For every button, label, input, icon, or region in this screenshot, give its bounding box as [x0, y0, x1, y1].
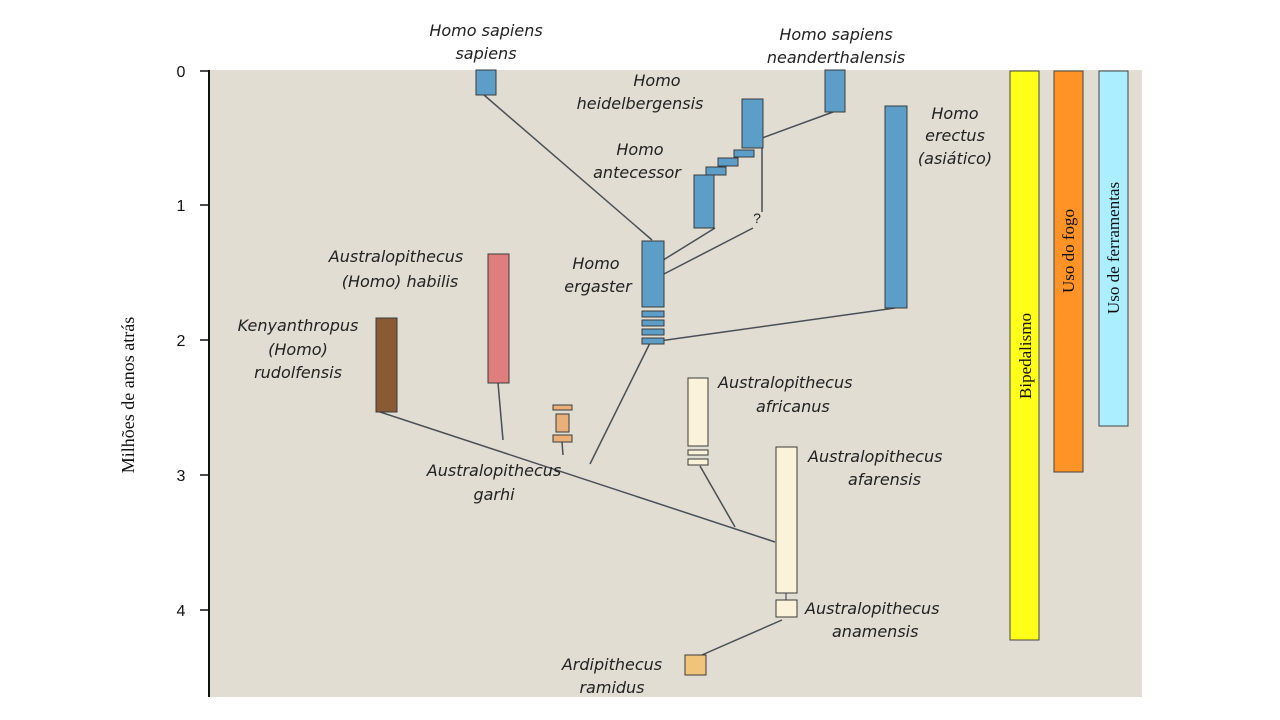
link-question	[661, 227, 754, 276]
bar-ergaster	[641, 240, 665, 345]
tick-label-3: 3	[177, 468, 186, 485]
label-erectus-3: (asiático)	[918, 149, 992, 168]
link-sapiens	[483, 94, 653, 241]
label-garhi-2: garhi	[473, 485, 515, 504]
diagram-panel	[209, 70, 1142, 697]
trait-bars: Bipedalismo Uso do fogo Uso de ferrament…	[1009, 70, 1129, 641]
link-ramidus-anamensis	[694, 619, 783, 659]
tick-label-0: 0	[177, 64, 186, 81]
trait-label-bipedalism: Bipedalismo	[1016, 313, 1035, 399]
label-habilis-2: (Homo) habilis	[342, 272, 459, 291]
africanus-segment	[687, 449, 709, 456]
label-rudolfensis-2: (Homo)	[268, 340, 328, 359]
label-ergaster-1: Homo	[572, 254, 619, 273]
tick-label-2: 2	[177, 333, 186, 350]
label-africanus-1: Australopithecus	[717, 373, 852, 392]
link-neanderthal	[761, 111, 834, 139]
label-neanderthalensis-1: Homo sapiens	[779, 25, 892, 44]
tick-label-1: 1	[177, 198, 186, 215]
label-neanderthalensis-2: neanderthalensis	[767, 48, 905, 67]
y-axis-ticks: 0 1 2 3 4	[177, 64, 209, 620]
bar-anamensis	[775, 599, 798, 618]
trait-label-fire: Uso do fogo	[1059, 209, 1078, 293]
link-erectus	[651, 307, 896, 343]
bar-erectus	[884, 105, 908, 309]
bar-rudolfensis	[375, 317, 398, 413]
y-axis-title: Milhões de anos atrás	[118, 317, 138, 473]
label-habilis-1: Australopithecus	[328, 247, 463, 266]
label-sapiens-1: Homo sapiens	[429, 21, 542, 40]
garhi-main	[555, 413, 570, 433]
link-to-ergaster	[589, 342, 651, 465]
label-heidelbergensis-2: heidelbergensis	[577, 94, 704, 113]
label-ramidus-1: Ardipithecus	[561, 655, 662, 674]
label-ramidus-2: ramidus	[579, 678, 644, 697]
label-erectus-1: Homo	[931, 104, 978, 123]
ergaster-segment	[641, 319, 665, 327]
species-labels: Homo sapiens sapiens Homo sapiens neande…	[238, 21, 992, 697]
bar-neanderthalensis	[824, 69, 846, 113]
trait-bar-fire	[1053, 70, 1084, 473]
link-garhi	[561, 441, 564, 456]
tick-label-4: 4	[177, 603, 186, 620]
bar-sapiens	[475, 69, 497, 96]
label-anamensis-2: anamensis	[832, 622, 918, 641]
link-africanus	[699, 465, 736, 528]
bar-antecessor	[693, 149, 755, 229]
bar-ramidus	[684, 654, 707, 676]
label-anamensis-1: Australopithecus	[804, 599, 939, 618]
species-bars	[375, 69, 908, 676]
trait-bar-bipedalism	[1009, 70, 1040, 641]
ergaster-segment	[641, 310, 665, 318]
label-rudolfensis-1: Kenyanthropus	[238, 316, 359, 335]
label-africanus-2: africanus	[756, 397, 830, 416]
antecessor-step	[733, 149, 755, 158]
africanus-segment	[687, 458, 709, 466]
antecessor-step	[717, 157, 739, 167]
label-erectus-2: erectus	[925, 126, 985, 145]
trait-bar-tools	[1098, 70, 1129, 427]
trait-label-tools: Uso de ferramentas	[1104, 182, 1123, 314]
link-habilis	[497, 382, 504, 441]
link-main-trunk	[379, 411, 776, 543]
label-afarensis-1: Australopithecus	[807, 447, 942, 466]
ergaster-segment	[641, 328, 665, 336]
antecessor-main	[693, 174, 715, 229]
bar-afarensis	[775, 446, 798, 594]
antecessor-step	[705, 166, 727, 176]
label-antecessor-1: Homo	[616, 140, 663, 159]
label-garhi-1: Australopithecus	[426, 461, 561, 480]
label-afarensis-2: afarensis	[848, 470, 921, 489]
label-heidelbergensis-1: Homo	[633, 71, 680, 90]
label-sapiens-2: sapiens	[455, 44, 516, 63]
bar-habilis	[487, 253, 510, 384]
ergaster-segment	[641, 337, 665, 345]
garhi-segment	[552, 434, 573, 443]
ergaster-main	[641, 240, 665, 308]
label-rudolfensis-3: rudolfensis	[254, 363, 342, 382]
label-ergaster-2: ergaster	[564, 277, 633, 296]
bar-heidelbergensis	[741, 98, 764, 149]
label-antecessor-2: antecessor	[593, 163, 682, 182]
phylogeny-links	[379, 94, 896, 659]
bar-garhi	[552, 404, 573, 443]
link-antecessor	[659, 227, 716, 263]
bar-africanus	[687, 377, 709, 466]
africanus-main	[687, 377, 709, 447]
garhi-segment	[552, 404, 573, 411]
uncertain-mark: ?	[753, 210, 761, 226]
